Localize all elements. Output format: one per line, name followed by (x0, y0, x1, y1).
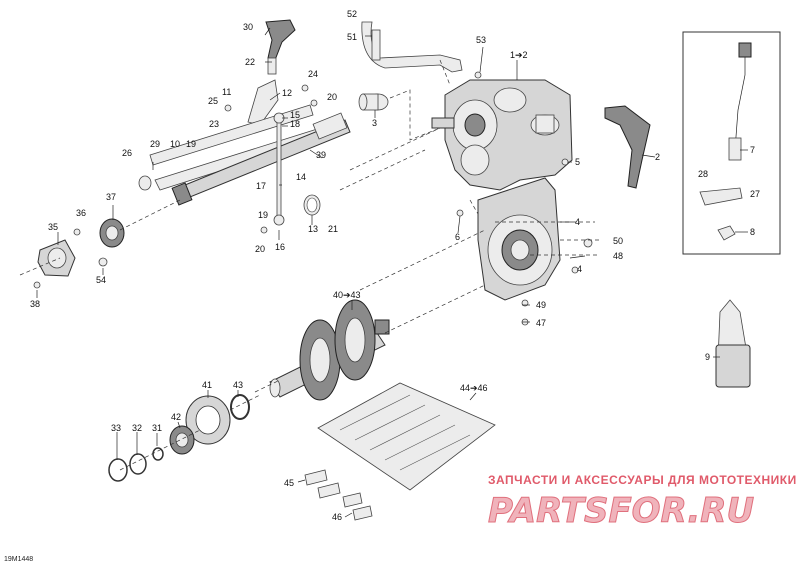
callout-52: 52 (347, 9, 357, 19)
callout-13: 13 (308, 224, 318, 234)
callout-8: 8 (750, 227, 755, 237)
callout-26: 26 (122, 148, 132, 158)
callout-7: 7 (750, 145, 755, 155)
callout-27: 27 (750, 189, 760, 199)
callout-42: 42 (171, 412, 181, 422)
callout-40: 40➔43 (333, 290, 361, 300)
callout-30: 30 (243, 22, 253, 32)
callout-20b: 20 (255, 244, 265, 254)
callout-4a: 4 (575, 217, 580, 227)
gearbox-cover (477, 177, 561, 301)
splined-shaft (171, 112, 351, 206)
callout-15: 15 (290, 110, 300, 120)
callout-9: 9 (705, 352, 710, 362)
callout-35: 35 (48, 222, 58, 232)
seal-26 (138, 175, 152, 191)
sensor-7 (728, 42, 752, 161)
alignment-lines (19, 59, 600, 471)
seal-33 (108, 458, 128, 482)
callout-32: 32 (132, 423, 142, 433)
sleeve (358, 93, 389, 111)
callout-14: 14 (296, 172, 306, 182)
callout-53: 53 (476, 35, 486, 45)
callout-25: 25 (208, 96, 218, 106)
callout-38: 38 (30, 299, 40, 309)
callout-44: 44➔46 (460, 383, 488, 393)
callout-28: 28 (698, 169, 708, 179)
bracket-27 (699, 187, 743, 206)
callout-20a: 20 (327, 92, 337, 102)
small-fasteners (33, 71, 593, 326)
callout-19b: 19 (258, 210, 268, 220)
chain-plate (317, 382, 496, 491)
callout-11: 11 (222, 87, 231, 97)
callout-1: 1➔2 (510, 50, 528, 60)
callout-17: 17 (256, 181, 266, 191)
watermark-brand: PARTSFOR.RU (488, 491, 754, 531)
bearing-41 (185, 395, 231, 445)
leader-lines (36, 27, 748, 518)
watermark-tagline: ЗАПЧАСТИ И АКСЕССУАРЫ ДЛЯ МОТОТЕХНИКИ (488, 473, 797, 487)
callout-24: 24 (308, 69, 318, 79)
retaining-ring (303, 194, 321, 216)
callout-6: 6 (455, 232, 460, 242)
callout-4b: 4 (577, 264, 582, 274)
callout-49: 49 (536, 300, 546, 310)
drawing-code: 19M1448 (4, 556, 33, 563)
callout-16: 16 (275, 242, 285, 252)
bearing-42 (169, 425, 195, 455)
seal-31 (152, 447, 164, 461)
tube-9 (715, 299, 751, 388)
callout-19a: 19 (186, 139, 196, 149)
shift-lever (247, 19, 296, 126)
callout-43: 43 (233, 380, 243, 390)
long-shaft (149, 104, 334, 191)
callout-29: 29 (150, 139, 160, 149)
callout-47: 47 (536, 318, 546, 328)
callout-36: 36 (76, 208, 86, 218)
gearbox-housing (444, 79, 573, 191)
callout-37: 37 (106, 192, 116, 202)
ring-43 (230, 394, 250, 420)
callout-46: 46 (332, 512, 342, 522)
shift-linkage (361, 21, 463, 73)
clip-46 (342, 492, 373, 521)
callout-45: 45 (284, 478, 294, 488)
callout-41: 41 (202, 380, 212, 390)
callout-33: 33 (111, 423, 121, 433)
sprocket-shaft (269, 299, 390, 401)
callout-3: 3 (372, 118, 377, 128)
callout-39: 39 (316, 150, 326, 160)
callout-18: 18 (290, 119, 300, 129)
callout-2: 2 (655, 152, 660, 162)
callout-48: 48 (613, 251, 623, 261)
callout-22: 22 (245, 57, 255, 67)
callout-21: 21 (328, 224, 338, 234)
input-shaft (431, 117, 455, 129)
callout-23: 23 (209, 119, 219, 129)
callout-12: 12 (282, 88, 292, 98)
inset-frame (682, 31, 781, 255)
seal-32 (129, 453, 147, 475)
nut-8 (717, 225, 736, 241)
bearing-37 (99, 218, 125, 248)
callout-5: 5 (575, 157, 580, 167)
callout-54: 54 (96, 275, 106, 285)
callout-50: 50 (613, 236, 623, 246)
arm-2 (604, 105, 651, 189)
callout-31: 31 (152, 423, 162, 433)
clip-45 (304, 469, 341, 499)
callout-51: 51 (347, 32, 357, 42)
flange-35 (37, 239, 76, 277)
shift-rod (273, 112, 285, 226)
callout-10: 10 (170, 139, 180, 149)
